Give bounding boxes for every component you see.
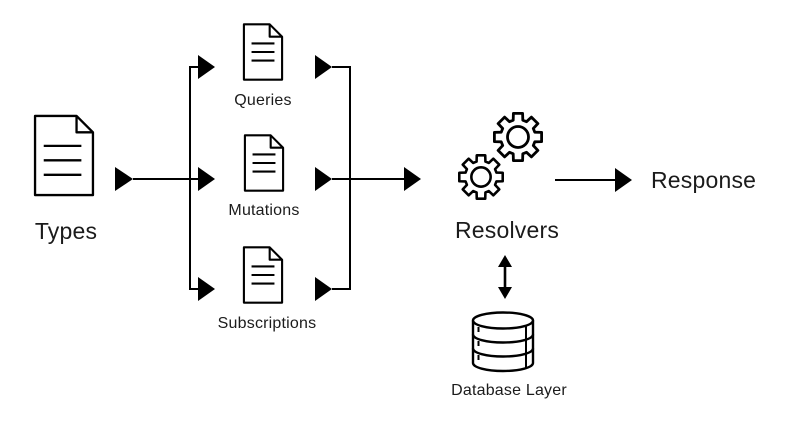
- resolvers-label: Resolvers: [454, 217, 560, 243]
- resolvers-gears-icon: [457, 112, 543, 201]
- subscriptions-label: Subscriptions: [217, 315, 317, 332]
- response-label: Response: [651, 167, 757, 193]
- edge-resolvers-to-response: [555, 168, 632, 192]
- queries-document-icon: [242, 23, 284, 81]
- mutations-label: Mutations: [228, 202, 300, 219]
- types-document-icon: [33, 114, 95, 197]
- database-layer-label: Database Layer: [451, 382, 567, 399]
- edge-types-to-operations: [115, 55, 215, 301]
- database-icon: [471, 311, 535, 373]
- edge-operations-to-resolvers: [315, 55, 421, 301]
- types-label: Types: [34, 218, 98, 244]
- subscriptions-document-icon: [242, 246, 284, 304]
- queries-label: Queries: [234, 92, 292, 109]
- mutations-document-icon: [243, 134, 285, 192]
- edge-resolvers-database-bidirectional: [498, 255, 512, 299]
